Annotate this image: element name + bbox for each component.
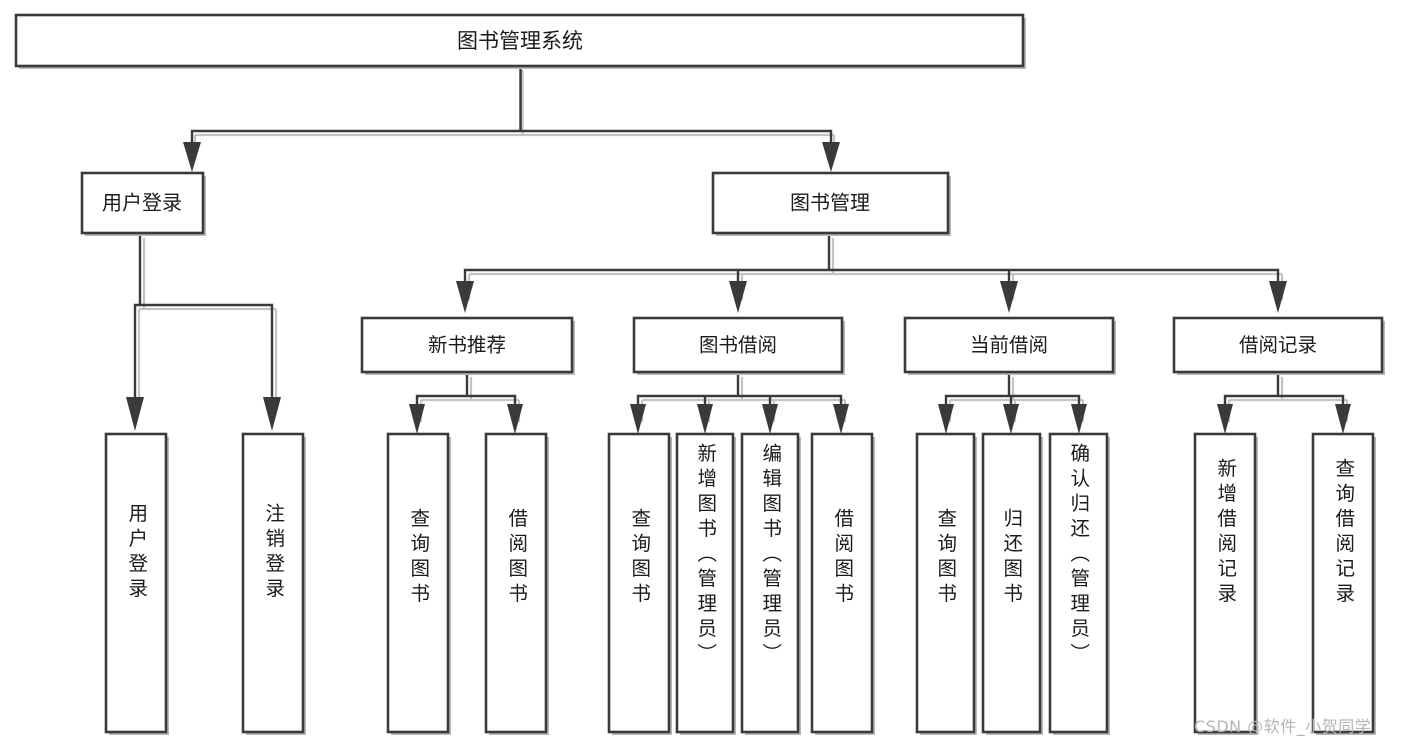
arrow-to-book-manage xyxy=(822,142,840,172)
arrow-to-leaf-query-record xyxy=(1335,404,1351,434)
label-borrow-record: 借阅记录 xyxy=(1239,334,1317,357)
node-book-borrow[interactable] xyxy=(632,316,844,374)
label-root: 图书管理系统 xyxy=(457,29,583,53)
arrow-to-leaf-add-record xyxy=(1217,404,1233,434)
label-book-manage: 图书管理 xyxy=(790,191,870,215)
node-leaf-query-book-3[interactable] xyxy=(915,432,976,734)
node-leaf-borrow-book-1[interactable] xyxy=(484,432,548,734)
arrow-to-leaf-borrow-book-1 xyxy=(507,404,523,434)
node-new-book-recommend[interactable] xyxy=(360,316,574,374)
node-user-login[interactable] xyxy=(80,171,205,235)
arrow-to-book-borrow xyxy=(729,281,747,313)
connector-newbook xyxy=(415,371,517,421)
arrow-to-leaf-add-book xyxy=(697,404,713,434)
connector-bookborrow xyxy=(636,371,843,421)
connector-newbook-shadow xyxy=(419,377,521,422)
node-leaf-return-book[interactable] xyxy=(981,432,1042,734)
node-leaf-edit-book[interactable] xyxy=(740,432,800,734)
arrow-to-leaf-user-login xyxy=(126,397,144,431)
connector-borrowrecord xyxy=(1223,371,1345,421)
node-leaf-logout[interactable] xyxy=(241,432,305,734)
arrowhead-layer xyxy=(126,142,1351,434)
node-leaf-confirm-return[interactable] xyxy=(1048,432,1109,734)
arrow-to-leaf-logout xyxy=(263,397,281,431)
arrow-to-new-book-recommend xyxy=(456,281,474,313)
node-book-manage[interactable] xyxy=(711,171,950,235)
label-user-login: 用户登录 xyxy=(102,191,182,215)
node-leaf-add-book[interactable] xyxy=(675,432,735,734)
node-leaf-query-book-2[interactable] xyxy=(607,432,671,734)
node-leaf-query-record[interactable] xyxy=(1311,432,1375,734)
node-leaf-query-book-1[interactable] xyxy=(386,432,450,734)
connector-userlogin-shadow xyxy=(137,238,278,406)
arrow-to-leaf-query-book-3 xyxy=(938,404,954,434)
label-layer: 图书管理系统 用户登录 图书管理 新书推荐 图书借阅 当前借阅 借阅记录 xyxy=(102,29,1317,357)
box-layer xyxy=(14,13,1384,734)
arrow-to-current-borrow xyxy=(1000,281,1018,313)
connector-userlogin xyxy=(133,232,274,405)
label-book-borrow: 图书借阅 xyxy=(699,334,777,357)
connector-bookmanage xyxy=(463,232,1280,299)
arrow-to-borrow-record xyxy=(1269,281,1287,313)
label-current-borrow: 当前借阅 xyxy=(970,334,1048,357)
node-leaf-user-login[interactable] xyxy=(104,432,168,734)
arrow-to-leaf-borrow-book-2 xyxy=(833,404,849,434)
node-leaf-add-record[interactable] xyxy=(1193,432,1257,734)
csdn-watermark: CSDN @软件_小贺同学 xyxy=(1194,717,1372,736)
arrow-to-leaf-confirm-return xyxy=(1071,404,1087,434)
arrow-to-leaf-edit-book xyxy=(762,404,778,434)
node-borrow-record[interactable] xyxy=(1172,316,1384,374)
node-leaf-borrow-book-2[interactable] xyxy=(810,432,874,734)
arrow-to-leaf-return-book xyxy=(1003,404,1019,434)
connector-currentborrow-shadow xyxy=(948,377,1085,422)
label-new-book-recommend: 新书推荐 xyxy=(428,334,506,357)
connector-bookborrow-shadow xyxy=(640,377,847,422)
node-current-borrow[interactable] xyxy=(903,316,1115,374)
arrow-to-user-login xyxy=(183,142,201,172)
arrow-to-leaf-query-book-2 xyxy=(630,404,646,434)
connector-root xyxy=(190,64,833,156)
arrow-to-leaf-query-book-1 xyxy=(409,404,425,434)
connector-borrowrecord-shadow xyxy=(1227,377,1349,422)
node-root[interactable] xyxy=(14,13,1025,68)
connector-root-shadow xyxy=(193,70,836,157)
